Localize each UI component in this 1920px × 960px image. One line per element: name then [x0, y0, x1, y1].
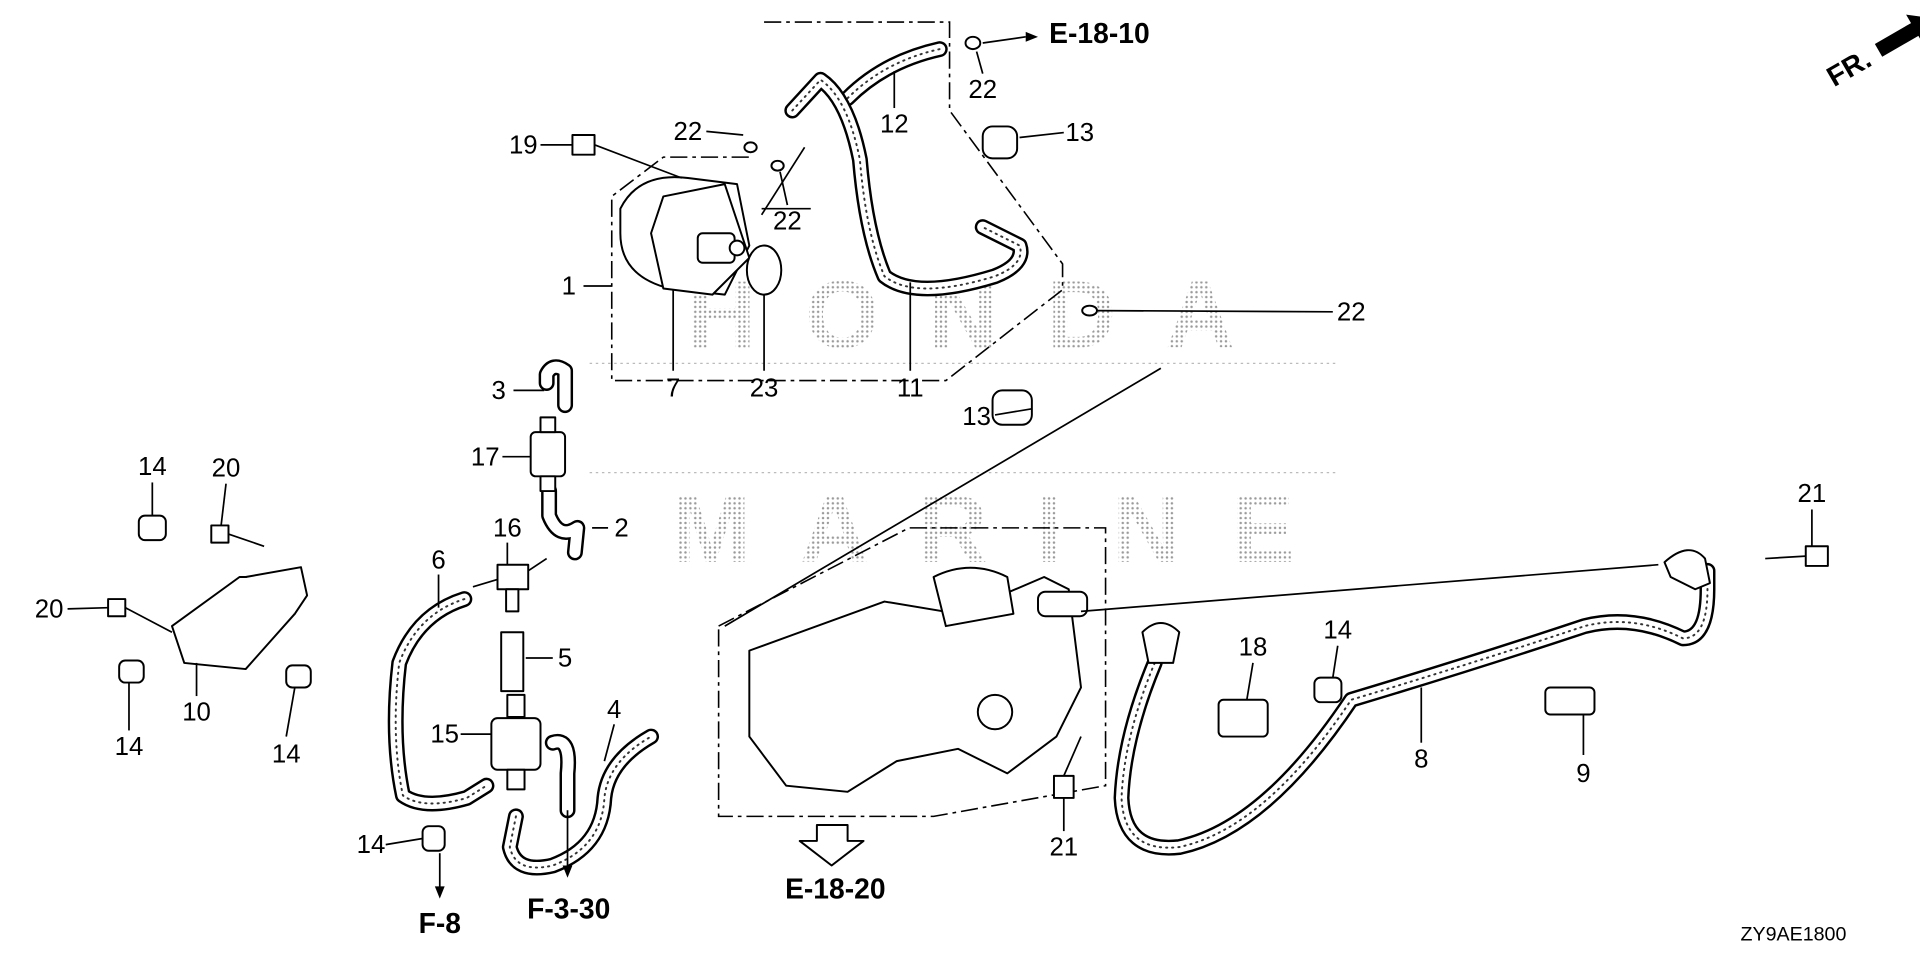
callout-13-lower: 13 — [962, 403, 991, 431]
reference-e-18-20[interactable]: E-18-20 — [785, 823, 886, 905]
callout-14-d: 14 — [1323, 616, 1352, 644]
callout-3: 3 — [492, 377, 506, 405]
callout-8: 8 — [1414, 745, 1428, 773]
clips-14 — [118, 514, 1343, 852]
callout-2: 2 — [614, 514, 628, 542]
callout-18: 18 — [1239, 634, 1268, 662]
callout-5: 5 — [558, 645, 572, 673]
front-arrow-icon — [1874, 14, 1920, 57]
bolt-19 — [571, 134, 683, 179]
strainer-17 — [529, 416, 567, 493]
callout-1: 1 — [562, 273, 576, 301]
fitting-hose-8-end — [1663, 549, 1711, 591]
callout-6: 6 — [431, 546, 445, 574]
callout-22-b: 22 — [773, 208, 802, 236]
reference-e-18-20-label[interactable]: E-18-20 — [785, 873, 885, 905]
hose-2 — [541, 483, 586, 561]
hose-12 — [839, 41, 948, 107]
callout-14-a: 14 — [138, 453, 167, 481]
callout-15: 15 — [430, 721, 459, 749]
assembly-boundary-throttle — [717, 527, 1107, 818]
callout-13-upper: 13 — [1065, 119, 1094, 147]
fitting-hose-8-start — [1141, 622, 1181, 664]
assembly-boundary-upper — [610, 21, 1064, 382]
hose-6 — [387, 591, 495, 812]
diagram-code: ZY9AE1800 — [1741, 923, 1847, 945]
callout-9: 9 — [1576, 760, 1590, 788]
clamps-13 — [981, 125, 1033, 426]
joint-9 — [1544, 686, 1596, 716]
callout-21-b: 21 — [1049, 834, 1078, 862]
callout-14-e: 14 — [357, 831, 386, 859]
bolts-20 — [107, 524, 265, 633]
hose-8 — [1113, 562, 1716, 856]
reference-f-3-30-label: F-3-30 — [527, 892, 610, 924]
joint-16 — [472, 557, 548, 613]
reference-e-18-10-label[interactable]: E-18-10 — [1049, 17, 1149, 49]
hoses — [387, 41, 1716, 876]
watermark-marine: MARINE — [671, 476, 1344, 583]
callout-7: 7 — [666, 375, 680, 403]
callout-14-c: 14 — [272, 740, 301, 768]
callout-14-b: 14 — [115, 733, 144, 761]
callout-23: 23 — [750, 375, 779, 403]
reference-f-8[interactable]: F-8 — [419, 853, 461, 939]
reference-f-3-30[interactable]: F-3-30 — [527, 810, 610, 924]
callout-10: 10 — [182, 699, 211, 727]
clips-22 — [743, 35, 1098, 317]
reference-f-8-label[interactable]: F-8 — [419, 907, 461, 939]
callout-21-a: 21 — [1798, 480, 1827, 508]
callout-22-a: 22 — [674, 118, 703, 146]
water-pump-7 — [619, 176, 751, 296]
front-label: FR. — [1821, 42, 1876, 92]
callout-16: 16 — [493, 514, 522, 542]
hose-4 — [501, 728, 660, 876]
callout-17: 17 — [471, 443, 500, 471]
callout-20-a: 20 — [212, 454, 241, 482]
bracket-10 — [170, 566, 309, 671]
leader-lines — [67, 51, 1813, 846]
front-direction-indicator: FR. — [1821, 14, 1920, 93]
callout-22-d: 22 — [1337, 298, 1366, 326]
hose-11 — [784, 71, 1029, 297]
callout-12: 12 — [880, 111, 909, 139]
callout-20-b: 20 — [35, 596, 64, 624]
hose-5 — [500, 631, 525, 693]
reference-e-18-10[interactable]: E-18-10 — [982, 17, 1150, 49]
callout-19: 19 — [509, 131, 538, 159]
throttle-body — [748, 566, 1089, 793]
callout-11: 11 — [897, 375, 924, 403]
clip-18 — [1217, 698, 1269, 738]
callout-22-c: 22 — [968, 76, 997, 104]
callout-labels: 1 2 3 4 5 6 7 8 9 10 11 12 13 13 14 14 1… — [35, 76, 1826, 861]
o-ring-23 — [745, 244, 783, 296]
hose-3 — [538, 359, 574, 414]
fuel-filter-15 — [490, 693, 542, 791]
callout-4: 4 — [607, 696, 621, 724]
